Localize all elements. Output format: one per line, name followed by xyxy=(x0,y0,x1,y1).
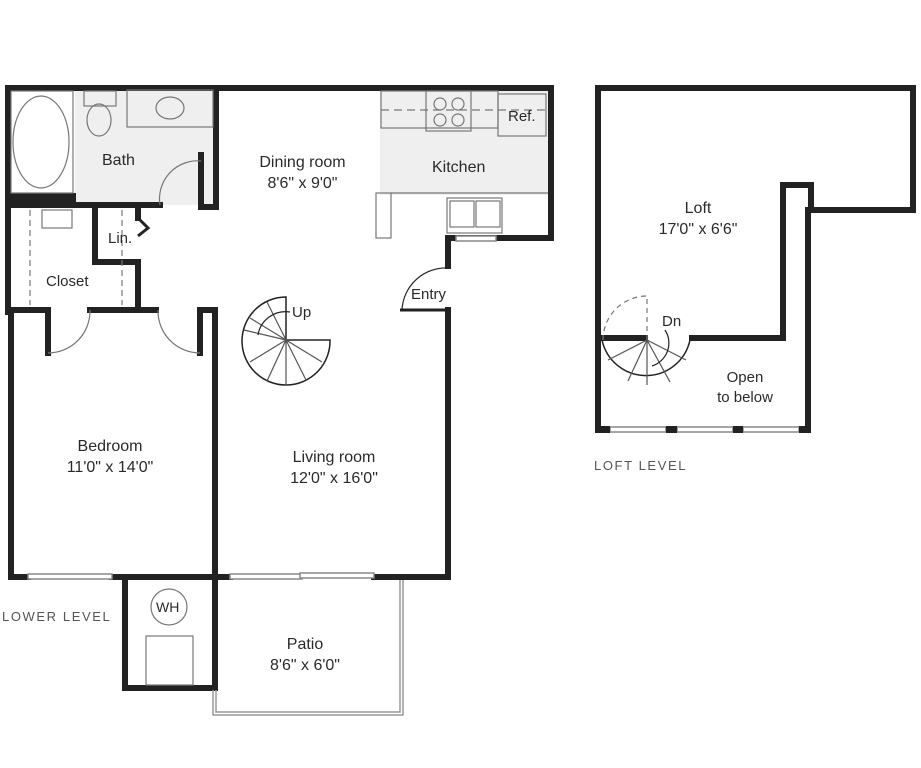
label-ref: Ref. xyxy=(508,108,536,125)
label-kitchen: Kitchen xyxy=(432,159,486,176)
label-dn: Dn xyxy=(662,313,682,330)
kitchen-floor xyxy=(380,90,548,195)
label-entry: Entry xyxy=(411,286,447,303)
bedroom-size: 11'0" x 14'0" xyxy=(66,459,154,476)
tub-wall xyxy=(8,193,76,208)
patio-outline xyxy=(212,580,404,716)
label-wh: WH xyxy=(156,599,180,615)
living-size: 12'0" x 16'0" xyxy=(290,470,378,487)
open-below-line1: Open xyxy=(726,369,764,386)
kitchen-window xyxy=(455,235,497,242)
lower-level-title: LOWER LEVEL xyxy=(2,609,112,624)
spiral-stair-up xyxy=(241,296,331,386)
bath-floor xyxy=(75,90,213,205)
label-closet: Closet xyxy=(46,273,89,290)
wall-bed-top xyxy=(8,307,51,356)
patio-size: 8'6" x 6'0" xyxy=(270,657,340,674)
bath-door-swing xyxy=(158,160,202,206)
label-open-below: Open to below xyxy=(705,368,785,408)
label-bath: Bath xyxy=(102,152,135,169)
wall-wh xyxy=(122,574,218,691)
tub xyxy=(10,90,74,194)
kitchen-sink xyxy=(446,197,503,234)
wall-kitchen-bottom xyxy=(445,235,554,269)
toilet-bowl xyxy=(86,103,112,137)
label-up: Up xyxy=(292,304,312,321)
open-below-line2: to below xyxy=(717,389,773,406)
bed-door-r xyxy=(157,309,201,354)
dining-size: 8'6" x 9'0" xyxy=(267,175,338,192)
wall-bath-right xyxy=(198,85,219,210)
label-dining: Dining room 8'6" x 9'0" xyxy=(240,152,365,194)
spiral-stair-down xyxy=(601,339,691,377)
loft-window-2 xyxy=(676,426,734,433)
vanity xyxy=(126,89,214,128)
loft-window-1 xyxy=(609,426,667,433)
patio-name: Patio xyxy=(286,636,324,653)
bed-door-l xyxy=(47,309,91,354)
label-bedroom: Bedroom 11'0" x 14'0" xyxy=(50,436,170,478)
label-linen: Lin. xyxy=(108,230,133,247)
water-heater xyxy=(150,588,188,626)
linen-door xyxy=(136,216,151,238)
label-living: Living room 12'0" x 16'0" xyxy=(274,447,394,489)
loft-name: Loft xyxy=(684,200,712,217)
wall-linen-left xyxy=(92,205,141,308)
loft-level-title: LOFT LEVEL xyxy=(594,458,688,473)
stove xyxy=(425,90,472,132)
sink xyxy=(155,96,185,120)
bedroom-window xyxy=(27,573,113,580)
wall-loft xyxy=(595,85,916,341)
label-patio: Patio 8'6" x 6'0" xyxy=(255,634,355,676)
dining-name: Dining room xyxy=(259,154,346,171)
tub-basin xyxy=(12,95,70,189)
living-name: Living room xyxy=(292,449,376,466)
refrigerator xyxy=(497,93,547,137)
loft-size: 17'0" x 6'6" xyxy=(658,221,738,238)
loft-window-3 xyxy=(742,426,800,433)
shelf xyxy=(41,209,73,229)
entry-door xyxy=(401,267,449,311)
bedroom-name: Bedroom xyxy=(77,438,143,455)
toilet-tank xyxy=(83,90,117,107)
label-loft: Loft 17'0" x 6'6" xyxy=(640,198,756,240)
patio-slider-b xyxy=(299,572,375,579)
patio-slider-a xyxy=(229,573,303,580)
